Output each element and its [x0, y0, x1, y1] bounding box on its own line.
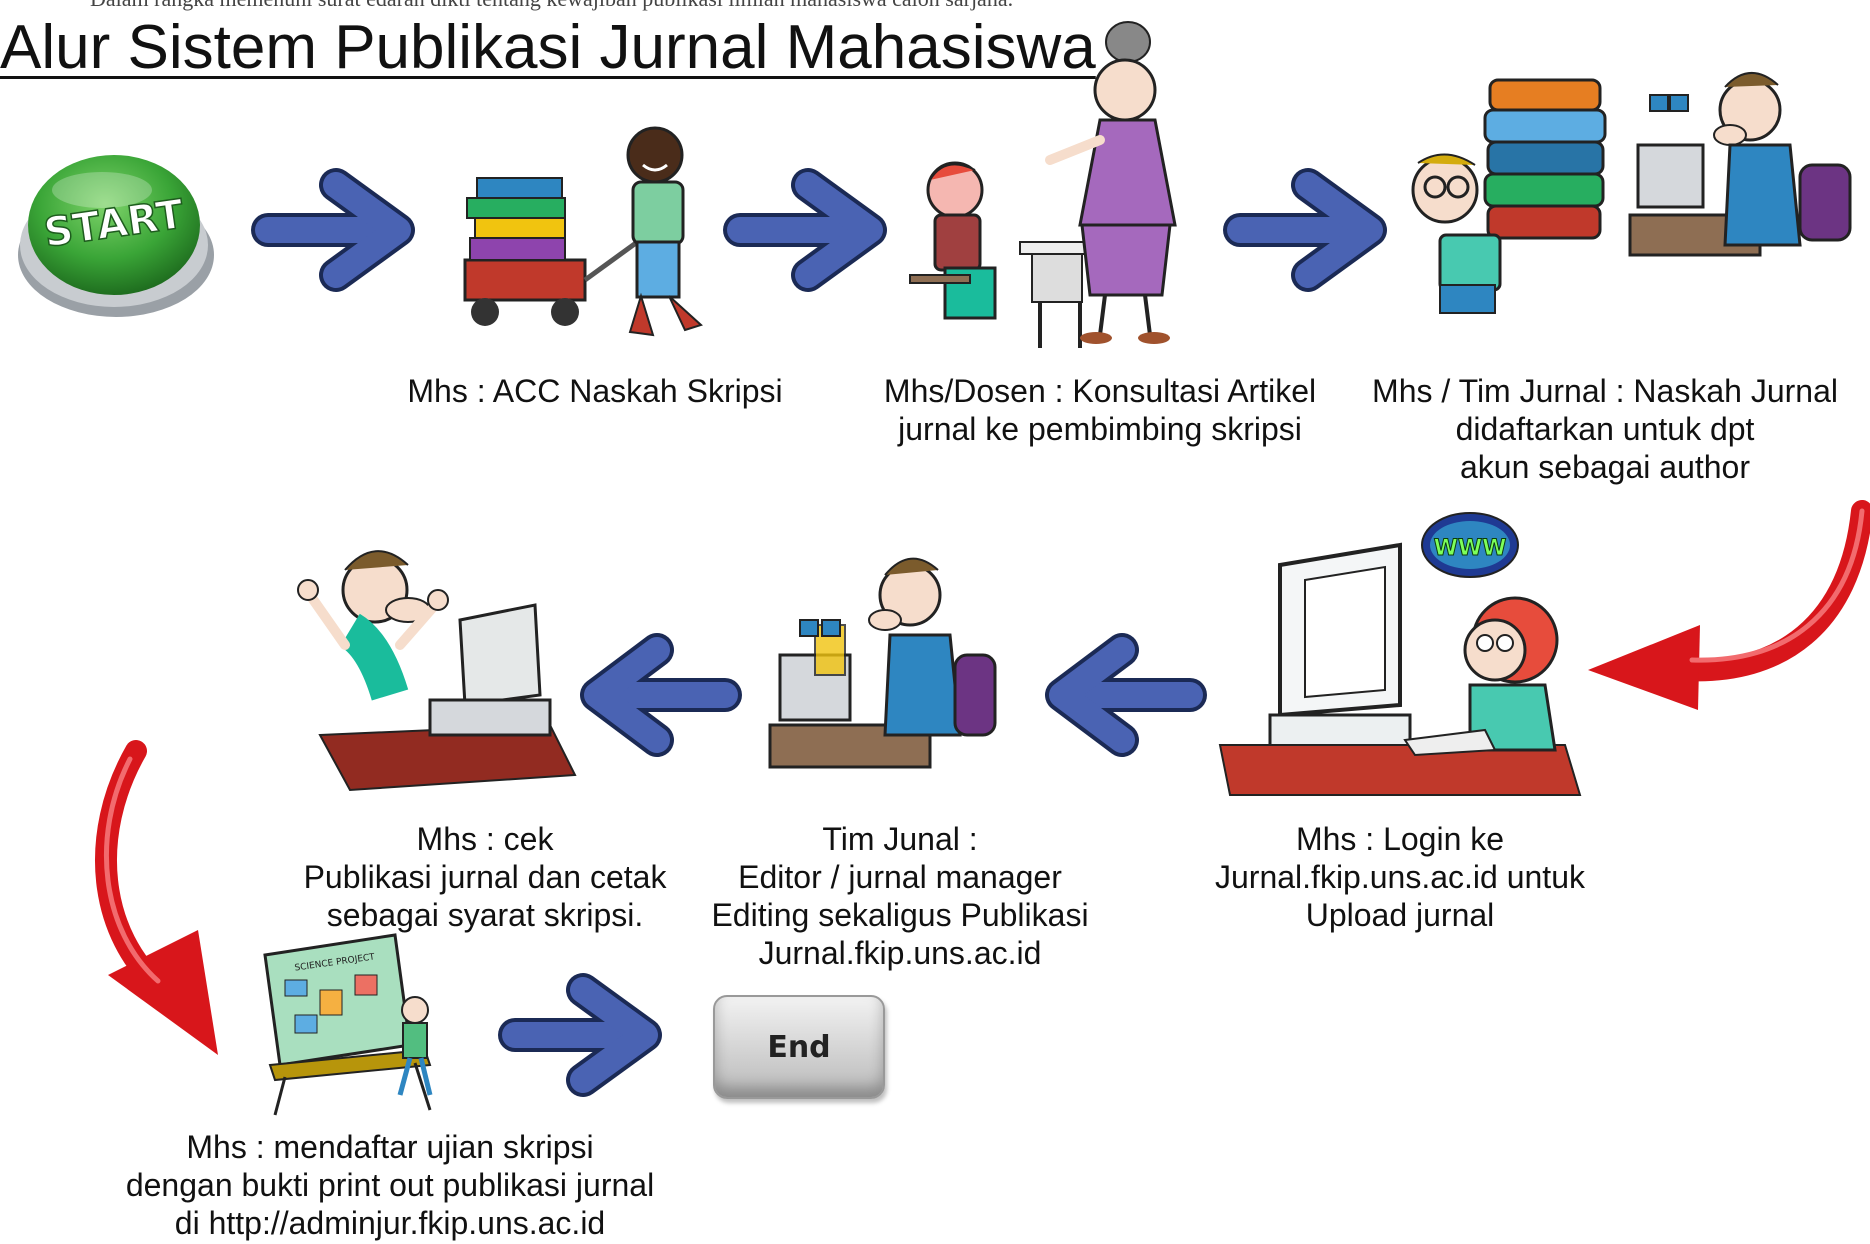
step-label-line: di http://adminjur.fkip.uns.ac.id: [174, 1205, 606, 1241]
cut-off-text: Dalam rangka memenuhi surat edaran dikti…: [90, 0, 1013, 12]
step-label-line: Mhs : cek: [416, 821, 554, 857]
end-label: End: [767, 1029, 831, 1065]
step-label-editor: Tim Junal : Editor / jurnal manager Edit…: [690, 820, 1110, 972]
end-button[interactable]: End: [713, 995, 885, 1099]
step-label-line: Mhs : mendaftar ujian skripsi: [186, 1129, 594, 1165]
step-label-line: Jurnal.fkip.uns.ac.id: [758, 935, 1042, 971]
step-label-line: Upload jurnal: [1305, 897, 1495, 933]
flow-arrow-right-3: [1223, 168, 1387, 292]
step-label-line: dengan bukti print out publikasi jurnal: [125, 1167, 655, 1203]
step-label-line: Mhs : Login ke: [1295, 821, 1505, 857]
step-label-line: Publikasi jurnal dan cetak: [303, 859, 667, 895]
step-label-line: Mhs / Tim Jurnal : Naskah Jurnal: [1372, 373, 1838, 409]
curved-arrow-left-side: [95, 740, 218, 1055]
step-label-cek: Mhs : cek Publikasi jurnal dan cetak seb…: [270, 820, 700, 934]
login-upload-illustration: WWW: [1218, 512, 1582, 796]
step-label-login: Mhs : Login ke Jurnal.fkip.uns.ac.id unt…: [1190, 820, 1610, 934]
step-label-konsultasi: Mhs/Dosen : Konsultasi Artikel jurnal ke…: [860, 372, 1340, 448]
www-globe-label: WWW: [1434, 536, 1507, 561]
step-label-line: jurnal ke pembimbing skripsi: [898, 411, 1302, 447]
step-label-line: Editor / jurnal manager: [738, 859, 1062, 895]
editor-illustration: [768, 557, 997, 769]
step-label-line: didaftarkan untuk dpt: [1455, 411, 1755, 447]
step-label-line: Editing sekaligus Publikasi: [711, 897, 1089, 933]
flow-arrow-left-1: [1045, 633, 1207, 757]
flow-arrow-right-4: [498, 973, 662, 1097]
science-project-illustration: SCIENCE PROJECT: [263, 933, 433, 1116]
step-label-line: Mhs/Dosen : Konsultasi Artikel: [883, 373, 1317, 409]
step-label-line: Mhs : ACC Naskah Skripsi: [407, 373, 783, 409]
start-button[interactable]: START: [12, 145, 217, 325]
step-label-line: akun sebagai author: [1460, 449, 1750, 485]
flow-arrow-right-1: [251, 168, 415, 292]
step-label-line: Jurnal.fkip.uns.ac.id untuk: [1215, 859, 1585, 895]
step-label-line: sebagai syarat skripsi.: [326, 897, 644, 933]
step-label-line: Tim Junal :: [822, 821, 978, 857]
step-label-acc: Mhs : ACC Naskah Skripsi: [375, 372, 815, 410]
step-label-daftar: Mhs / Tim Jurnal : Naskah Jurnal didafta…: [1355, 372, 1855, 486]
flow-arrow-left-2: [580, 633, 742, 757]
books-and-desk-illustration: [1411, 72, 1852, 314]
consultation-illustration: [909, 21, 1177, 348]
student-wagon-illustration: [463, 126, 703, 337]
check-publication-illustration: [297, 550, 577, 792]
page-title: Alur Sistem Publikasi Jurnal Mahasiswa: [0, 13, 1096, 82]
curved-arrow-right-side: [1588, 500, 1870, 710]
step-label-ujian: Mhs : mendaftar ujian skripsi dengan buk…: [90, 1128, 690, 1242]
flow-arrow-right-2: [723, 168, 887, 292]
